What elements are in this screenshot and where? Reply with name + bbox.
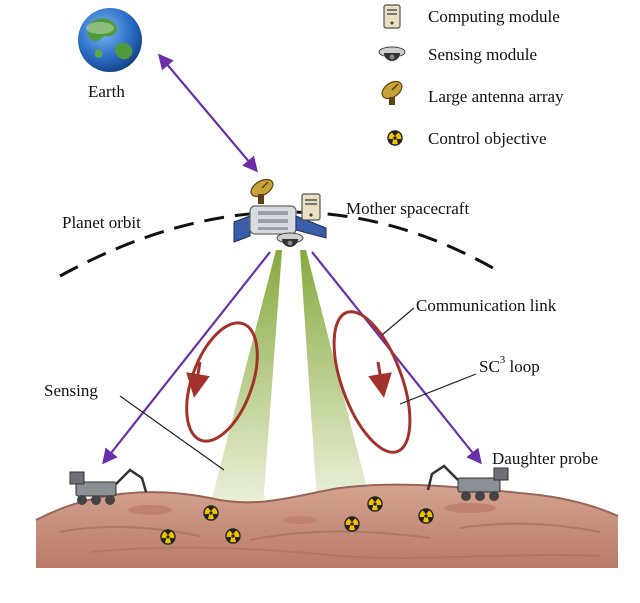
sensing-callout	[119, 395, 225, 471]
link-arrow-right-probe	[311, 251, 482, 465]
mother-spacecraft-icon	[233, 178, 327, 247]
antenna-array-icon	[381, 80, 403, 105]
daughter-probe-label: Daughter probe	[492, 449, 598, 468]
legend: Computing module Sensing module Large an…	[378, 4, 564, 148]
control-objective-icon	[418, 508, 434, 524]
sensing-beam-right	[300, 250, 370, 516]
earth-label: Earth	[88, 82, 125, 101]
control-objective-icon	[387, 130, 403, 146]
sensing-beam-left	[210, 250, 282, 520]
communication-link-label: Communication link	[416, 296, 557, 315]
control-objective-icon	[367, 496, 383, 512]
legend-antenna-label: Large antenna array	[428, 87, 564, 106]
control-objective-icon	[225, 528, 241, 544]
planet-surface	[35, 483, 619, 568]
computing-module-icon	[383, 4, 401, 29]
spacecraft-sensing-module-icon	[276, 232, 304, 247]
spacecraft-computing-module-icon	[301, 193, 321, 221]
control-objective-icon	[160, 529, 176, 545]
sc3-loop-callout	[399, 373, 477, 405]
sensing-label: Sensing	[44, 381, 98, 400]
planet-orbit-label: Planet orbit	[62, 213, 141, 232]
sc3-loop-left	[185, 321, 259, 443]
legend-computing-label: Computing module	[428, 7, 560, 26]
legend-control-label: Control objective	[428, 129, 547, 148]
sensing-module-icon	[378, 46, 406, 61]
earth-icon	[78, 8, 142, 72]
spacecraft-antenna-icon	[250, 178, 274, 204]
daughter-probe-left-icon	[69, 468, 148, 505]
sc3-loop-right	[332, 310, 412, 454]
legend-sensing-label: Sensing module	[428, 45, 537, 64]
daughter-probe-right-icon	[426, 464, 509, 501]
mother-spacecraft-label: Mother spacecraft	[346, 199, 469, 218]
sc3-loop-label: SC3 loop	[479, 354, 540, 376]
communication-link-callout	[381, 307, 415, 336]
earth-link-arrow	[158, 53, 258, 173]
control-objective-icon	[203, 505, 219, 521]
control-objective-icon	[344, 516, 360, 532]
link-arrow-left-probe	[102, 251, 271, 465]
